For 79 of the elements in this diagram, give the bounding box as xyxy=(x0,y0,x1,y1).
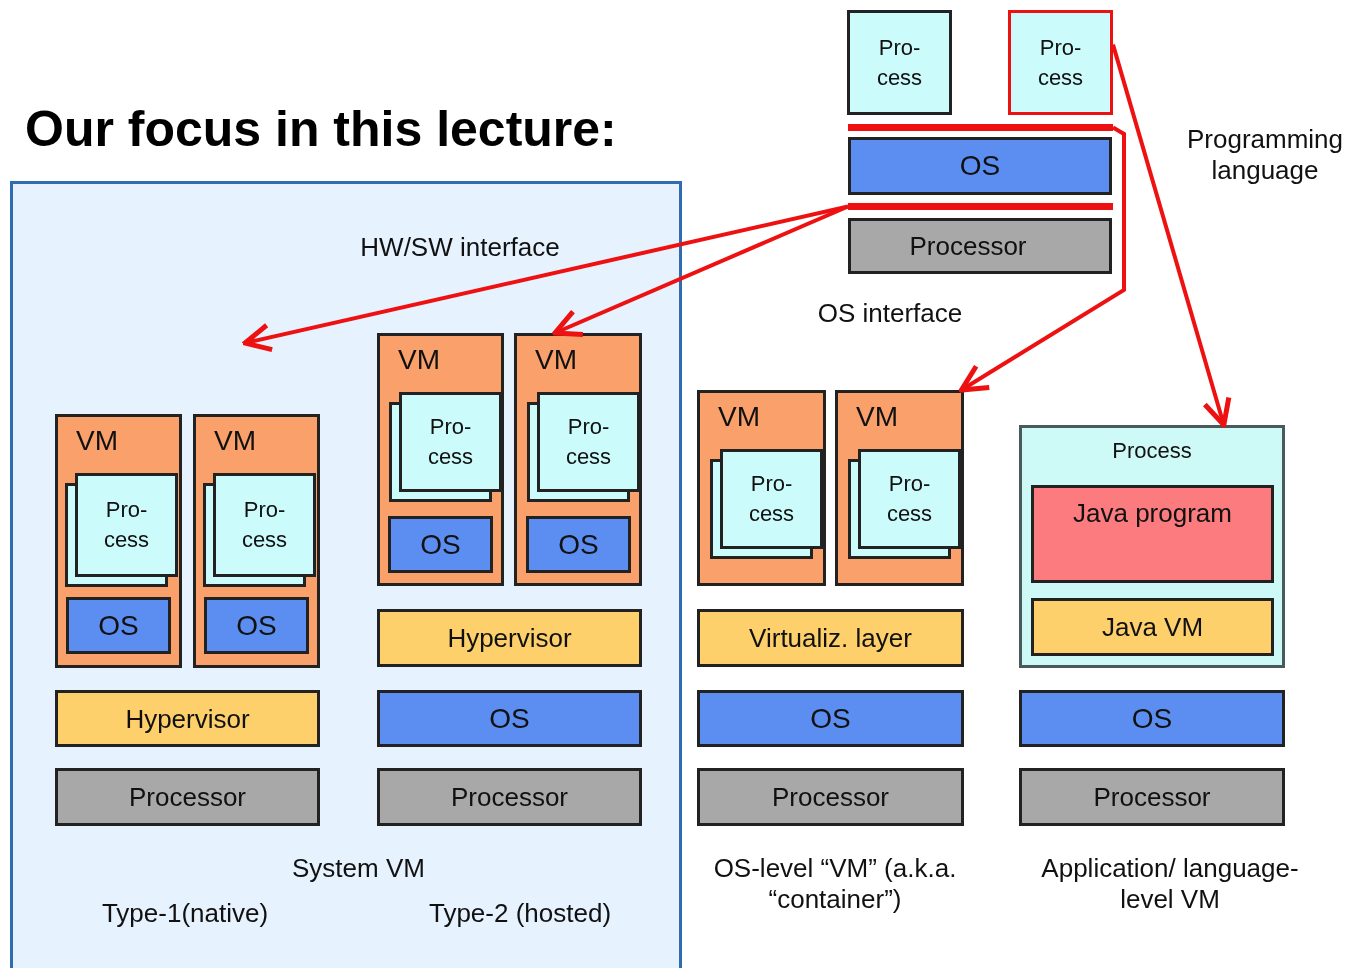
box-label: Pro- cess xyxy=(240,496,289,554)
box-label: Process xyxy=(1111,438,1193,464)
process-box xyxy=(399,392,502,492)
annotation-text: Application/ language-level VM xyxy=(1040,853,1300,915)
box-label: Pro- cess xyxy=(747,470,796,528)
process-box xyxy=(847,10,952,115)
box-label: VM xyxy=(718,401,760,433)
box-label: Processor xyxy=(908,230,1028,262)
box-label: OS xyxy=(1130,702,1174,735)
box-label: Pro- cess xyxy=(426,413,475,471)
box-label: Pro- cess xyxy=(875,33,924,92)
box-label: Processor xyxy=(449,781,569,813)
arrow xyxy=(1111,44,1232,428)
process-box xyxy=(858,449,961,549)
process-box xyxy=(720,449,823,549)
processor-layer xyxy=(848,218,1112,274)
annotation-text: OS-level “VM” (a.k.a. “container”) xyxy=(712,853,958,915)
process-box xyxy=(537,392,640,492)
system-vm-panel xyxy=(10,181,682,968)
box-label: VM xyxy=(856,401,898,433)
box-label: OS xyxy=(958,150,1002,182)
box-label: VM xyxy=(535,344,577,376)
os-layer xyxy=(388,516,493,573)
processor-layer xyxy=(697,768,964,826)
os-layer xyxy=(1019,690,1285,747)
box-label: VM xyxy=(398,344,440,376)
box-label: System VM xyxy=(292,853,425,884)
processor-layer xyxy=(377,768,642,826)
vm-box xyxy=(193,414,320,668)
virtualization-layer xyxy=(1031,598,1274,656)
box-label: Hypervisor xyxy=(446,622,573,654)
processor-layer xyxy=(1019,768,1285,826)
box-label: Hypervisor xyxy=(124,703,251,734)
process-box xyxy=(75,473,178,577)
vm-box xyxy=(55,414,182,668)
os-layer xyxy=(526,516,631,573)
vm-box xyxy=(835,390,964,586)
os-layer xyxy=(66,597,171,654)
box-label: OS xyxy=(809,702,852,735)
vm-box xyxy=(514,333,642,586)
arrow xyxy=(552,204,849,338)
box-label: Pro- cess xyxy=(564,413,613,471)
virtualization-layer xyxy=(55,690,320,747)
title: Our focus in this lecture: xyxy=(25,100,617,158)
box-label: Pro- cess xyxy=(885,470,934,528)
box-label: Processor xyxy=(127,781,247,813)
box-label: Java VM xyxy=(1100,611,1205,643)
box-label: Virtualiz. layer xyxy=(748,622,913,654)
annotation-text: Programming language xyxy=(1185,124,1345,186)
annotation-text: OS interface xyxy=(816,298,964,329)
java-program-box xyxy=(1031,485,1274,583)
annotation-text: HW/SW interface xyxy=(359,232,561,263)
box-label: Processor xyxy=(770,781,890,813)
box-label: VM xyxy=(214,425,256,457)
process-container xyxy=(1019,425,1285,668)
vm-box xyxy=(697,390,826,586)
annotation-text: Type-1(native) xyxy=(100,898,270,929)
process-box xyxy=(213,473,316,577)
box-label: OS xyxy=(419,528,462,561)
box-label: Pro- cess xyxy=(1036,33,1085,92)
virtualization-layer xyxy=(697,609,964,667)
box-label: OS xyxy=(488,702,531,735)
vm-box xyxy=(377,333,504,586)
box-label: OS xyxy=(235,609,278,642)
box-label: Pro- cess xyxy=(102,496,151,554)
box-label: OS xyxy=(557,528,600,561)
box-label: Java program xyxy=(1072,498,1233,529)
process-box xyxy=(1008,10,1113,115)
box-label: VM xyxy=(76,425,118,457)
os-layer xyxy=(848,137,1112,195)
annotation-text: Type-2 (hosted) xyxy=(427,898,613,929)
processor-layer xyxy=(55,768,320,826)
os-layer xyxy=(377,690,642,747)
virtualization-layer xyxy=(377,609,642,667)
os-layer xyxy=(204,597,309,654)
box-label: OS xyxy=(97,609,140,642)
box-label: Processor xyxy=(1092,781,1212,813)
os-layer xyxy=(697,690,964,747)
arrow xyxy=(958,125,1126,393)
